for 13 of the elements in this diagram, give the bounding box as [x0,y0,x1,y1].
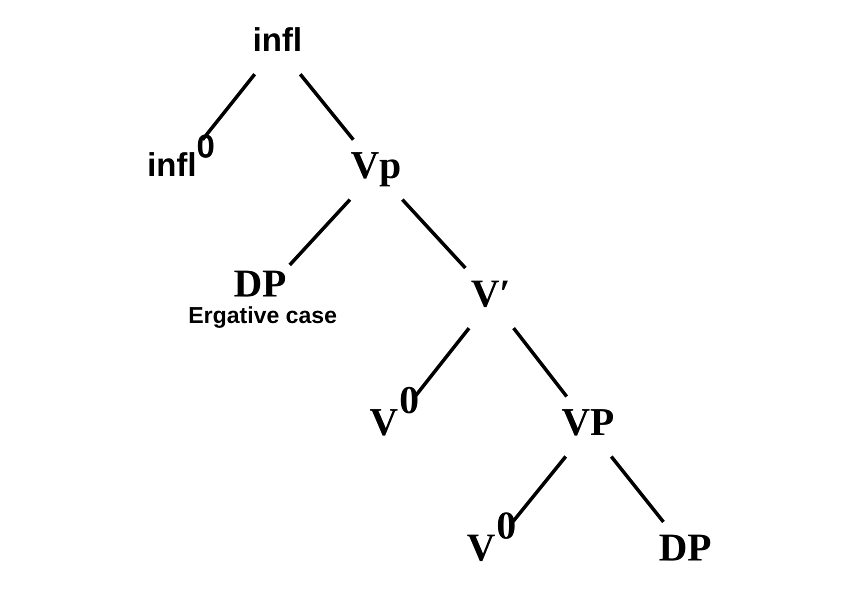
connector [512,326,568,398]
connector [201,73,256,141]
connector [511,455,568,524]
node-text: infl [252,20,302,58]
connector [400,198,467,270]
connector [288,198,352,266]
node-text: Vp [350,143,402,188]
connector [414,326,470,398]
node-text: DP [658,525,712,570]
connector [610,455,665,524]
node-text: V′ [470,272,511,316]
node-text: VP [562,400,614,444]
connector [298,73,355,141]
